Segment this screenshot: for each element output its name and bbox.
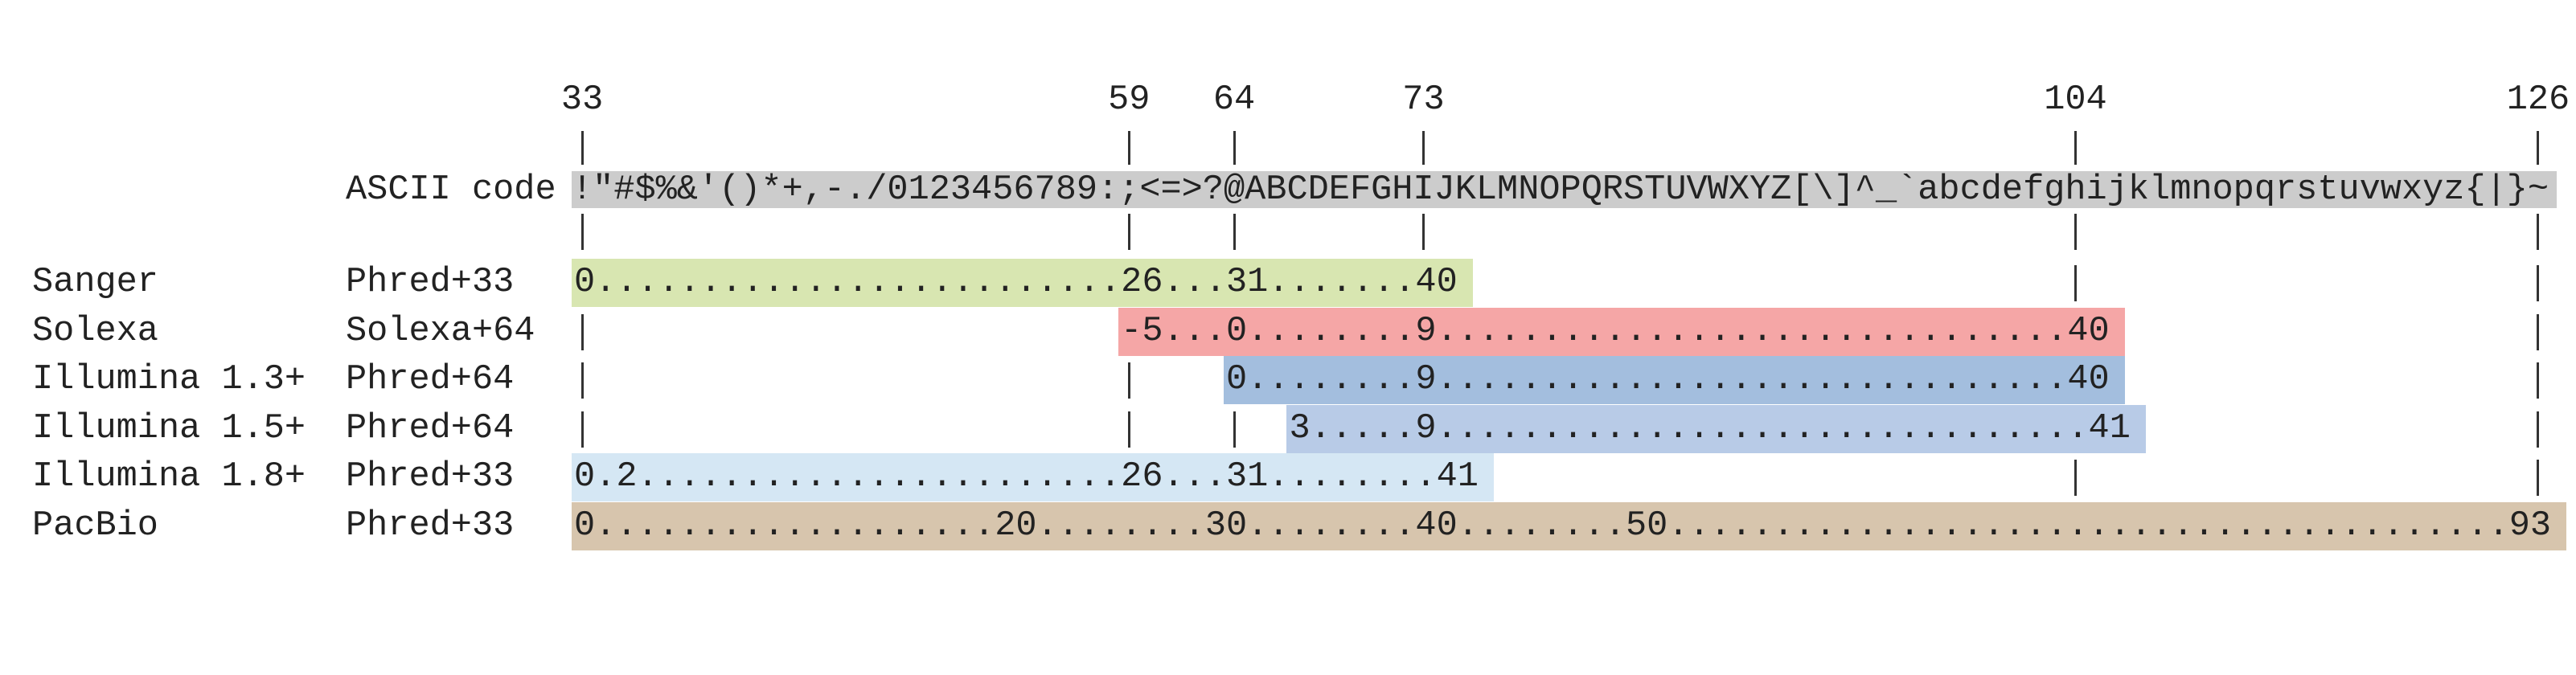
quality-scale-text: -5...0........9.........................… [1121,311,2110,351]
tick-line-lower [1127,214,1130,250]
quality-range-bar [572,453,1494,502]
tick-line-upper [1421,131,1425,165]
column-marker-line [2537,313,2540,350]
column-marker-line [580,411,584,448]
tick-label: 64 [1212,80,1256,120]
tick-line-lower [1421,214,1425,250]
platform-label: Illumina 1.8+ [32,457,306,497]
column-marker-line [580,313,584,350]
encoding-label: Phred+64 [346,360,515,400]
quality-scale-text: 0........9..............................… [1225,360,2110,400]
column-marker-line [580,362,584,399]
quality-scale-text: 0.........................26...31.......… [574,263,1458,302]
platform-label: Sanger [32,263,158,302]
platform-label: Illumina 1.5+ [32,408,306,448]
quality-range-bar [572,259,1473,307]
tick-label: 33 [560,80,604,120]
column-marker-line [1127,411,1130,448]
platform-label: Solexa [32,311,158,351]
quality-scale-text: 3.....9...............................41 [1289,408,2131,448]
quality-range-bar [572,502,2567,550]
tick-label: 104 [2044,80,2107,120]
column-marker-line [1233,411,1236,448]
tick-line-lower [580,214,584,250]
encoding-label: Solexa+64 [346,311,535,351]
platform-label: Illumina 1.3+ [32,360,306,400]
column-marker-line [2537,460,2540,497]
tick-line-upper [2074,131,2077,165]
tick-label: 59 [1108,80,1151,120]
ascii-label: ASCII code [346,170,556,210]
tick-line-lower [1233,214,1236,250]
ascii-bar [572,171,2558,208]
column-marker-line [2537,411,2540,448]
platform-label: PacBio [32,506,158,546]
column-marker-line [2537,362,2540,399]
tick-line-upper [1233,131,1236,165]
tick-line-lower [2537,214,2540,250]
tick-line-lower [2074,214,2077,250]
ascii-characters: !"#$%&'()*+,-./0123456789:;<=>?@ABCDEFGH… [572,170,2549,210]
column-marker-line [2537,265,2540,301]
tick-line-upper [580,131,584,165]
encoding-label: Phred+33 [346,263,515,302]
quality-scale-text: 0.2.......................26...31.......… [574,457,1479,497]
quality-range-bar [1286,404,2146,453]
encoding-label: Phred+33 [346,506,515,546]
encoding-label: Phred+33 [346,457,515,497]
quality-range-bar [1118,307,2125,356]
column-marker-line [2074,265,2077,301]
column-marker-line [1127,362,1130,399]
quality-scale-text: 0...................20........30........… [574,506,2552,546]
tick-label: 126 [2506,80,2570,120]
encoding-label: Phred+64 [346,408,515,448]
tick-line-upper [1127,131,1130,165]
tick-line-upper [2537,131,2540,165]
column-marker-line [2074,460,2077,497]
tick-label: 73 [1402,80,1445,120]
quality-range-bar [1223,356,2125,405]
